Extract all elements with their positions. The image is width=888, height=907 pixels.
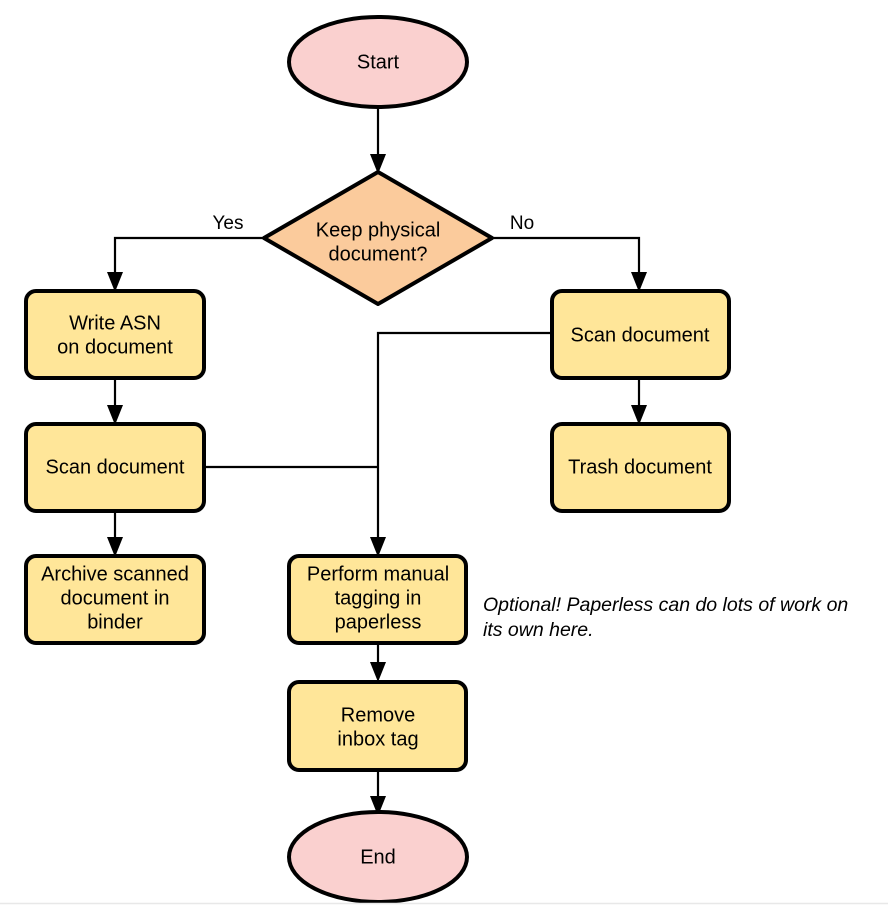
edge-writeasn-to-scanleft: [107, 378, 123, 425]
node-start[interactable]: Start: [287, 15, 469, 109]
start-ellipse[interactable]: [287, 15, 469, 109]
edge-scanright-to-tagging: [370, 331, 552, 557]
node-write-asn-label-line2: on document: [57, 336, 173, 358]
note-line1: Optional! Paperless can do lots of work …: [483, 594, 848, 616]
scan-document-left-box[interactable]: [24, 422, 206, 513]
node-manual-tagging[interactable]: Perform manual tagging in paperless: [287, 554, 468, 645]
node-archive-label-line2: document in: [61, 587, 170, 609]
node-scan-document-left[interactable]: Scan document: [24, 422, 206, 513]
manual-tagging-box[interactable]: [287, 554, 468, 645]
node-scan-document-left-label: Scan document: [46, 456, 185, 478]
remove-inbox-tag-box[interactable]: [287, 680, 468, 772]
edge-scanleft-to-archive: [107, 511, 123, 557]
node-archive-label-line1: Archive scanned: [41, 563, 189, 585]
node-end[interactable]: End: [287, 810, 469, 904]
trash-document-box[interactable]: [550, 422, 731, 513]
edge-label-yes: Yes: [213, 213, 244, 234]
node-tagging-label-line2: tagging in: [335, 587, 422, 609]
end-ellipse[interactable]: [287, 810, 469, 904]
node-scan-document-right[interactable]: Scan document: [550, 289, 731, 380]
edge-decision-yes: [107, 236, 264, 292]
edge-tagging-to-removeinbox: [370, 643, 386, 682]
note-line2: its own here.: [483, 619, 594, 641]
node-decision-keep-physical-document[interactable]: Keep physical document?: [262, 170, 494, 306]
decision-diamond[interactable]: [262, 170, 494, 306]
node-trash-document[interactable]: Trash document: [550, 422, 731, 513]
node-trash-document-label: Trash document: [568, 456, 712, 478]
node-start-label: Start: [357, 51, 400, 73]
node-end-label: End: [360, 846, 396, 868]
node-tagging-label-line1: Perform manual: [307, 563, 449, 585]
edge-removeinbox-to-end: [370, 770, 386, 816]
node-remove-inbox-tag[interactable]: Remove inbox tag: [287, 680, 468, 772]
scan-document-right-box[interactable]: [550, 289, 731, 380]
edge-label-no: No: [510, 213, 534, 234]
edge-start-to-decision: [370, 103, 386, 174]
node-scan-document-right-label: Scan document: [571, 324, 710, 346]
node-write-asn-label-line1: Write ASN: [69, 312, 161, 334]
node-tagging-label-line3: paperless: [335, 611, 422, 633]
node-remove-inbox-label-line2: inbox tag: [337, 728, 418, 750]
edge-scanright-to-trash: [631, 378, 647, 425]
annotation-note-optional: Optional! Paperless can do lots of work …: [483, 594, 848, 641]
node-decision-label-line2: document?: [329, 243, 428, 265]
archive-binder-box[interactable]: [24, 554, 206, 645]
node-remove-inbox-label-line1: Remove: [341, 704, 415, 726]
node-decision-label-line1: Keep physical: [316, 219, 441, 241]
node-archive-binder[interactable]: Archive scanned document in binder: [24, 554, 206, 645]
node-write-asn[interactable]: Write ASN on document: [24, 289, 206, 380]
edge-decision-no: [492, 236, 647, 292]
node-archive-label-line3: binder: [87, 611, 143, 633]
write-asn-box[interactable]: [24, 289, 206, 380]
